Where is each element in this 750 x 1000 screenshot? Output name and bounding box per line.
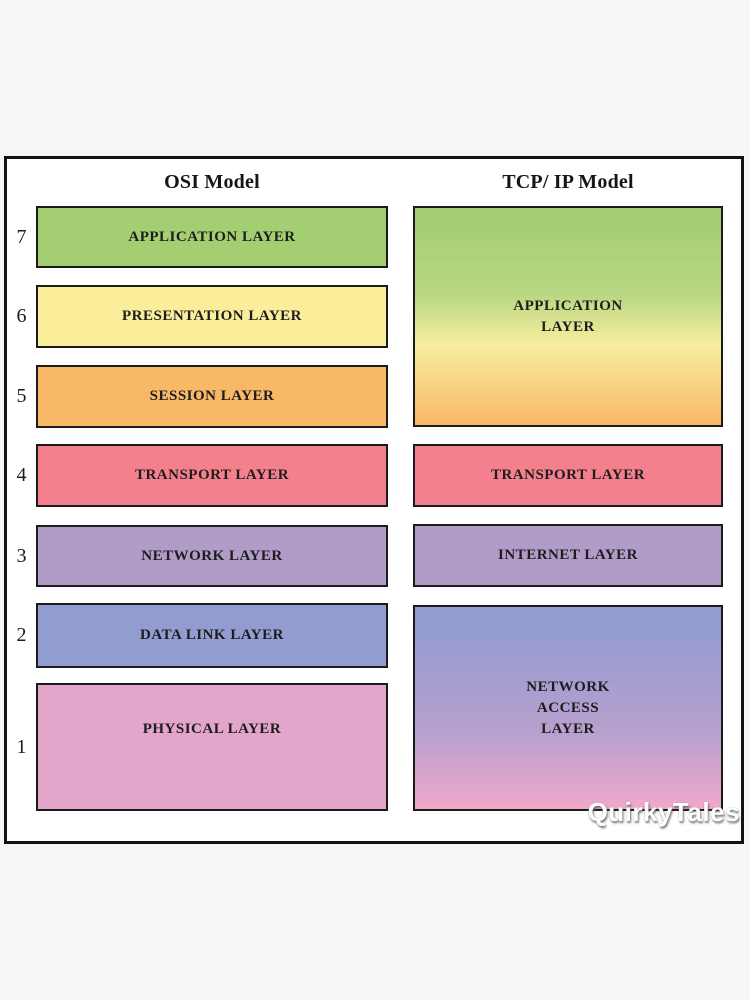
osi-box-physical: PHYSICAL LAYER — [36, 683, 388, 811]
osi-layer-number-1: 1 — [16, 735, 27, 758]
watermark-text: QuirkyTales — [587, 797, 740, 827]
osi-box-network: NETWORK LAYER — [36, 525, 388, 587]
osi-model-title: OSI Model — [164, 171, 260, 193]
tcpip-box-label-line: NETWORK — [526, 678, 610, 695]
osi-box-transport: TRANSPORT LAYER — [36, 444, 388, 507]
diagram-panel: OSI Model TCP/ IP Model 7 6 5 4 3 2 1 AP… — [4, 156, 744, 844]
tcpip-box-label-line: LAYER — [541, 720, 595, 737]
tcpip-box-internet: INTERNET LAYER — [413, 524, 723, 587]
osi-box-label: NETWORK LAYER — [141, 547, 283, 564]
tcpip-box-label-line: ACCESS — [536, 699, 600, 716]
osi-layer-number-5: 5 — [16, 385, 27, 407]
tcpip-box-label-line: LAYER — [541, 318, 595, 335]
tcpip-box-application: APPLICATION LAYER — [413, 206, 723, 427]
tcpip-box-network-access: NETWORK ACCESS LAYER — [413, 605, 723, 811]
osi-box-label: APPLICATION LAYER — [128, 228, 296, 245]
osi-box-label: SESSION LAYER — [149, 388, 275, 404]
osi-layer-number-6: 6 — [16, 305, 27, 327]
tcpip-box-label-line: TRANSPORT LAYER — [490, 467, 646, 483]
tcpip-model-title: TCP/ IP Model — [502, 171, 634, 193]
osi-layer-number-7: 7 — [16, 225, 27, 248]
tcpip-box-label-line: APPLICATION — [513, 297, 623, 314]
osi-box-label: PRESENTATION LAYER — [121, 308, 302, 324]
tcpip-box-transport: TRANSPORT LAYER — [413, 444, 723, 507]
tcpip-box-label-line: INTERNET LAYER — [498, 547, 638, 563]
osi-box-label: PHYSICAL LAYER — [142, 721, 282, 737]
osi-layer-number-3: 3 — [16, 544, 27, 567]
osi-layer-number-2: 2 — [16, 624, 27, 646]
osi-box-application: APPLICATION LAYER — [36, 206, 388, 268]
osi-layer-number-4: 4 — [16, 464, 27, 486]
osi-box-data-link: DATA LINK LAYER — [36, 603, 388, 668]
osi-box-label: TRANSPORT LAYER — [134, 467, 290, 483]
osi-box-session: SESSION LAYER — [36, 365, 388, 428]
osi-box-label: DATA LINK LAYER — [140, 627, 284, 643]
osi-box-presentation: PRESENTATION LAYER — [36, 285, 388, 348]
